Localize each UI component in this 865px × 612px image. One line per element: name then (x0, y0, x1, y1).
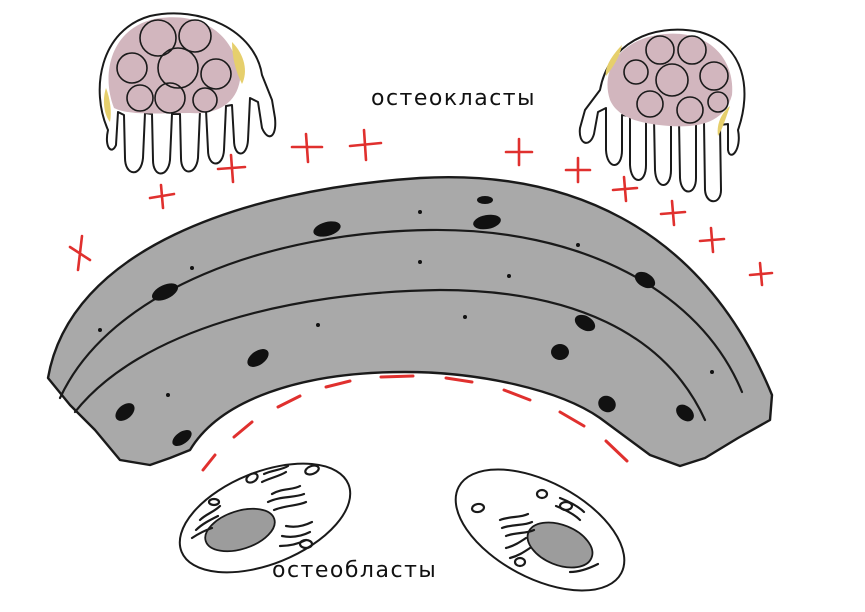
plus-sign-icon (659, 199, 687, 227)
osteoclast-nuclei-region (108, 17, 240, 114)
lacuna (166, 393, 170, 397)
plus-sign-icon (748, 261, 774, 287)
lacuna (634, 271, 656, 289)
mitochondrion (207, 497, 221, 507)
plus-sign-icon (216, 153, 247, 184)
plus-sign-icon (148, 183, 176, 210)
nucleus (139, 19, 177, 57)
dash-line-icon (558, 410, 586, 428)
mitochondrion (535, 488, 549, 500)
nucleus (178, 19, 212, 53)
nucleus (707, 91, 729, 113)
lacuna (507, 274, 511, 278)
mitochondrion (470, 502, 486, 514)
lacuna (418, 210, 422, 214)
golgi-apparatus (260, 464, 290, 484)
nucleus (677, 35, 707, 65)
bone-layer-line-2 (73, 288, 707, 422)
endoplasmic-reticulum (190, 504, 222, 540)
lacuna (313, 221, 341, 237)
bone-lacunae (98, 196, 714, 446)
lacuna (115, 403, 135, 421)
osteoclast-accent (232, 42, 245, 84)
osteoblast-organelles (470, 488, 600, 574)
osteoclast-accent (103, 88, 111, 122)
mitochondrion (298, 538, 314, 550)
osteoblasts-label: остеобласты (272, 558, 437, 583)
lacuna (676, 404, 694, 422)
osteoblast-nucleus (204, 507, 276, 553)
nucleus (676, 96, 704, 124)
lacuna (473, 214, 501, 230)
endoplasmic-reticulum (554, 496, 586, 522)
dash-line-icon (604, 439, 629, 463)
nucleus (157, 47, 199, 89)
osteoclast-left (98, 12, 277, 175)
nucleus (116, 52, 148, 84)
nucleus (699, 61, 729, 91)
bone-layer-line-1 (58, 228, 744, 400)
lacuna (151, 283, 179, 301)
plus-sign-icon (290, 132, 324, 164)
mitochondrion (245, 472, 259, 484)
lacuna (574, 314, 596, 332)
golgi-apparatus (498, 512, 536, 538)
lacuna (247, 349, 269, 367)
lacuna (710, 370, 714, 374)
negative-charges (201, 374, 629, 472)
dash-line-icon (276, 394, 302, 409)
osteoclast-right (578, 28, 746, 203)
lacuna (98, 328, 102, 332)
lacuna (172, 430, 192, 446)
lacuna (551, 344, 569, 360)
osteoclast-accent (605, 45, 622, 76)
golgi-apparatus (266, 484, 308, 512)
lacuna (190, 266, 194, 270)
nucleus (200, 58, 232, 90)
dash-line-icon (201, 453, 217, 472)
osteoclasts-label: остеокласты (371, 86, 536, 111)
mitochondrion (558, 500, 574, 512)
mitochondrion (513, 556, 527, 568)
plus-sign-icon (564, 156, 592, 184)
positive-charges (68, 128, 774, 287)
osteoclast-nuclei (116, 19, 232, 114)
plus-sign-icon (504, 137, 534, 167)
nucleus (192, 87, 218, 113)
plus-sign-icon (348, 128, 383, 162)
bone-arch (46, 176, 774, 468)
lacuna (477, 196, 493, 204)
dash-line-icon (444, 376, 474, 384)
plus-sign-icon (611, 175, 639, 203)
lacuna (418, 260, 422, 264)
lacuna (463, 315, 467, 319)
plus-sign-icon (698, 226, 726, 254)
lacuna (576, 243, 580, 247)
nucleus (655, 63, 689, 97)
endoplasmic-reticulum (504, 536, 532, 560)
mitochondrion (304, 464, 320, 476)
osteoblast-organelles (190, 464, 320, 550)
lacuna (598, 395, 616, 413)
osteoblast-left (178, 462, 352, 574)
nucleus (623, 59, 649, 85)
osteoclast-nuclei (623, 35, 729, 124)
dash-line-icon (232, 420, 254, 439)
dash-line-icon (502, 388, 532, 402)
lacuna (316, 323, 320, 327)
plus-sign-icon (68, 234, 92, 272)
nucleus (636, 90, 664, 118)
endoplasmic-reticulum (568, 562, 600, 574)
bone-body (46, 176, 774, 468)
nucleus (645, 35, 675, 65)
dash-line-icon (324, 379, 352, 389)
nucleus (154, 82, 186, 114)
nucleus (126, 84, 154, 112)
osteoblast-right (454, 468, 626, 592)
dash-line-icon (379, 374, 415, 379)
osteoclast-accent (717, 106, 730, 136)
